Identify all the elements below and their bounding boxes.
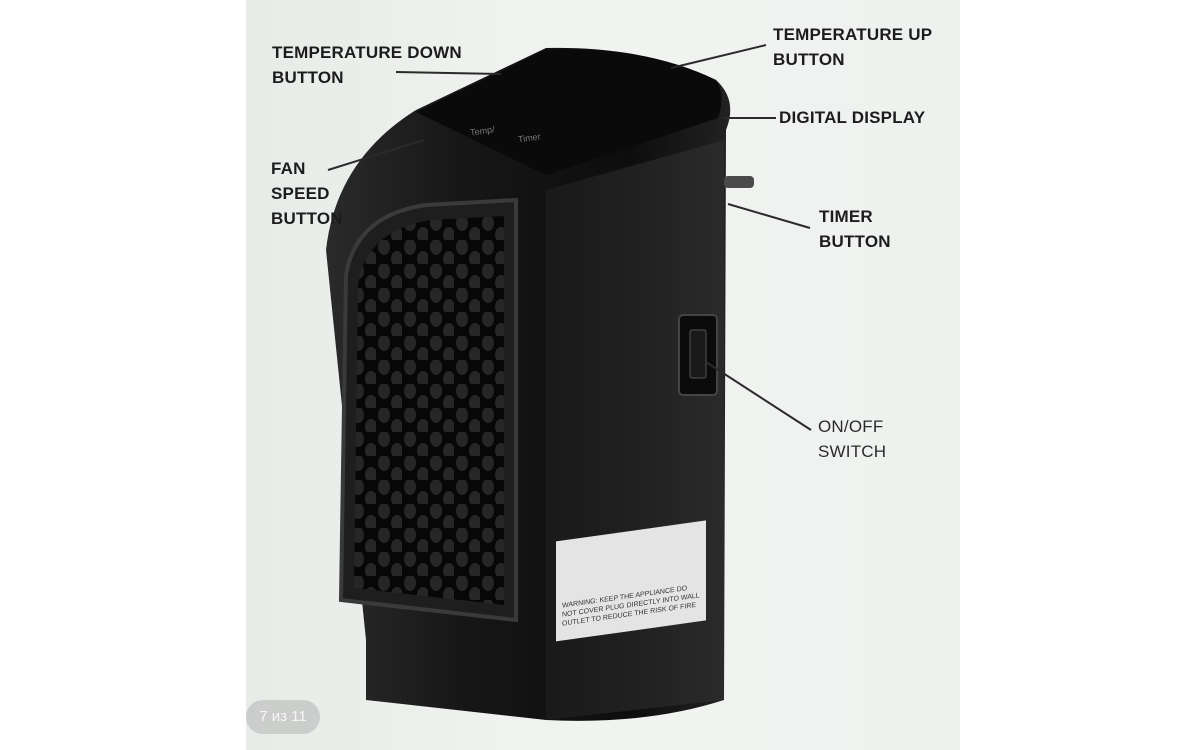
leader-line-onoff xyxy=(705,361,812,431)
leader-line-temp-down xyxy=(395,71,502,75)
leader-line-temp-up xyxy=(670,44,767,69)
callout-timer-line2: BUTTON xyxy=(819,232,891,251)
leader-line-timer xyxy=(727,203,811,229)
page-counter: 7 из 11 xyxy=(246,700,320,734)
callout-timer-line1: TIMER xyxy=(819,207,873,226)
callout-timer: TIMER BUTTON xyxy=(819,204,891,254)
photo-area: Temp/ Timer WARNING: KEEP THE APPLIANCE … xyxy=(246,0,960,750)
heater-illustration xyxy=(326,44,812,721)
callout-temperature-up-line2: BUTTON xyxy=(773,50,845,69)
callout-onoff-switch-line1: ON/OFF xyxy=(818,417,884,436)
grill xyxy=(354,216,504,605)
callout-digital-display-line1: DIGITAL DISPLAY xyxy=(779,108,926,127)
callout-onoff-switch-line2: SWITCH xyxy=(818,442,887,461)
callout-temperature-up-line1: TEMPERATURE UP xyxy=(773,25,933,44)
callout-digital-display: DIGITAL DISPLAY xyxy=(779,105,925,130)
callout-fan-speed: FAN SPEED BUTTON xyxy=(271,156,343,231)
callout-fan-speed-line3: BUTTON xyxy=(271,209,343,228)
callout-fan-speed-line2: SPEED xyxy=(271,184,330,203)
callout-temperature-down-line2: BUTTON xyxy=(272,68,344,87)
callout-temperature-down: TEMPERATURE DOWN BUTTON xyxy=(272,40,462,90)
callout-temperature-down-line1: TEMPERATURE DOWN xyxy=(272,43,462,62)
callout-fan-speed-line1: FAN xyxy=(271,159,306,178)
control-top xyxy=(416,49,722,175)
warning-label xyxy=(556,520,706,642)
callout-temperature-up: TEMPERATURE UP BUTTON xyxy=(773,22,932,72)
leader-line-fan xyxy=(327,139,425,171)
plug-pin xyxy=(724,176,754,188)
callout-onoff-switch: ON/OFF SWITCH xyxy=(818,414,886,464)
